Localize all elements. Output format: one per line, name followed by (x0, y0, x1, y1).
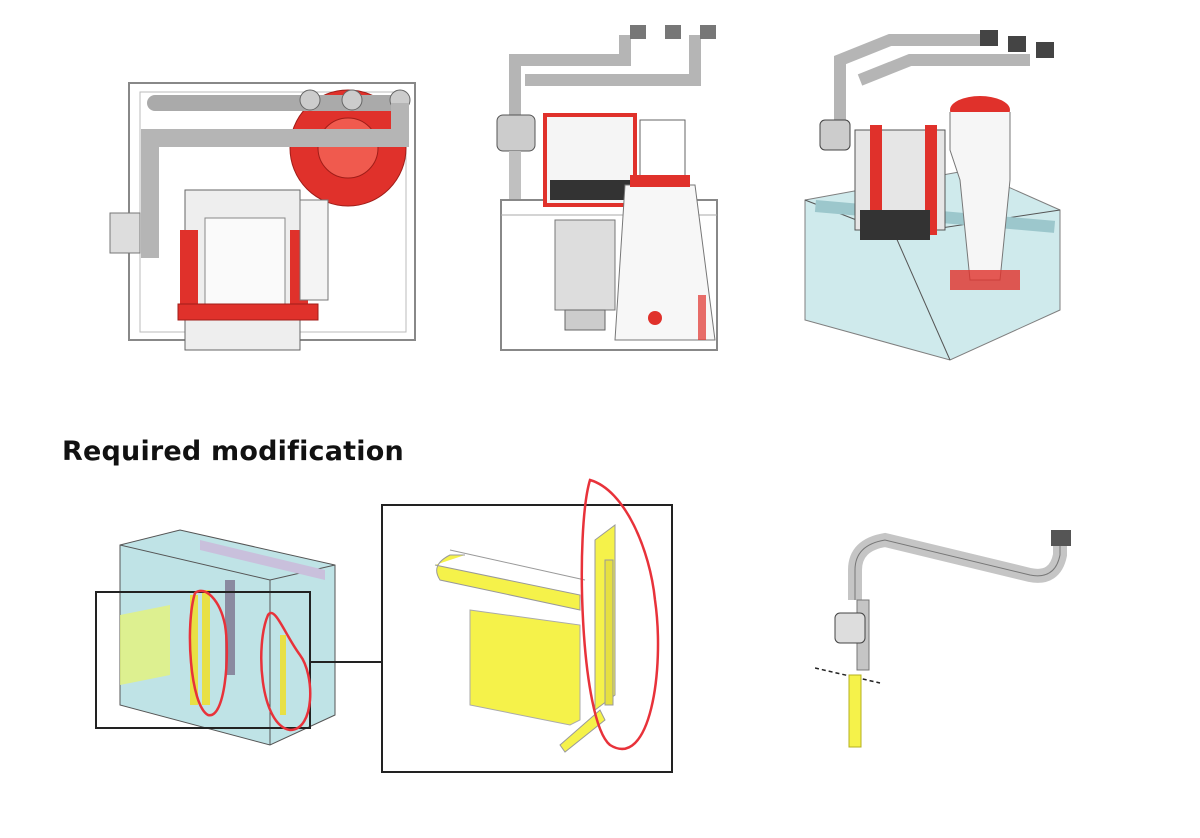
sump-top-view-drawing (109, 82, 416, 351)
modified-tank-drawing (95, 529, 382, 746)
sump-isometric-view-drawing (804, 30, 1061, 361)
sump-front-view-drawing (496, 25, 718, 351)
baffle-detail-drawing (381, 478, 673, 773)
section-heading: Required modification (62, 436, 404, 467)
return-pipe-drawing (815, 530, 1071, 748)
